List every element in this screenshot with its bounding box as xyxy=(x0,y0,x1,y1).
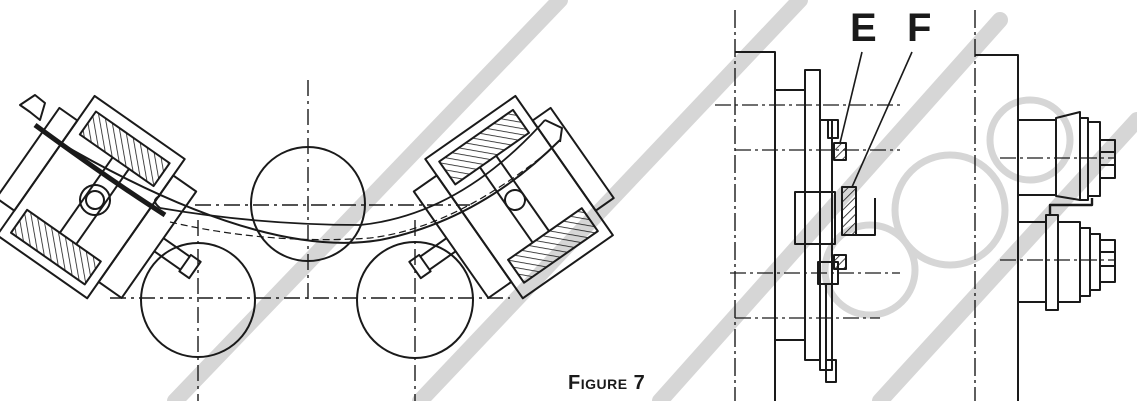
centre-lines xyxy=(110,80,510,401)
side-elevation-diagram xyxy=(715,10,1116,401)
bottom-right-roll xyxy=(356,241,474,359)
bottom-left-roll xyxy=(140,242,256,358)
upper-bolt-assembly xyxy=(1017,111,1116,201)
leader-e xyxy=(839,51,863,144)
left-guide-unit xyxy=(0,94,202,300)
left-workpiece-segment xyxy=(33,122,167,218)
figure-caption: Figure 7 xyxy=(568,372,646,394)
right-guide-unit xyxy=(408,94,615,300)
bent-workpiece xyxy=(54,139,561,244)
slide-block xyxy=(794,191,836,245)
lower-block xyxy=(817,261,839,285)
label-f: F xyxy=(907,6,932,50)
watermark xyxy=(167,0,1137,401)
roll-bender-diagram xyxy=(0,80,615,401)
part-f xyxy=(841,186,857,236)
side-carriage xyxy=(774,89,806,341)
lower-bolt-assembly xyxy=(1017,198,1116,311)
top-roll xyxy=(250,146,366,262)
label-e: E xyxy=(850,6,878,50)
part-e-lower xyxy=(833,254,847,270)
left-clamp-tip xyxy=(19,94,46,121)
part-e xyxy=(833,142,847,161)
leader-f xyxy=(851,51,913,188)
